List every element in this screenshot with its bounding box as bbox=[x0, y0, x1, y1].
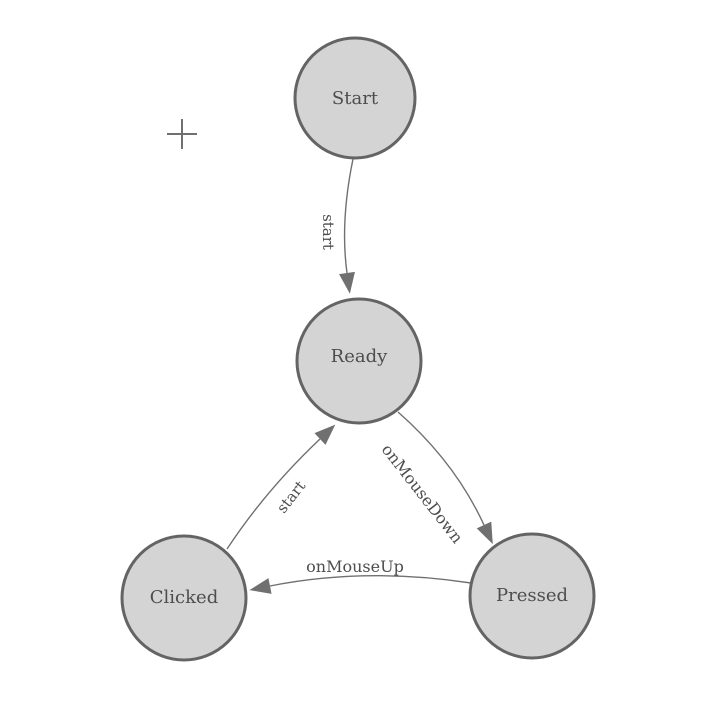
edge-label-ready-to-pressed: onMouseDown bbox=[378, 440, 467, 547]
edge-path-pressed-to-clicked[interactable] bbox=[249, 574, 472, 594]
state-label-start: Start bbox=[332, 88, 379, 109]
state-circle-clicked[interactable] bbox=[120, 534, 248, 662]
node-ready[interactable]: Ready bbox=[295, 297, 423, 425]
state-label-ready: Ready bbox=[331, 346, 388, 367]
edge-path-start-to-ready[interactable] bbox=[339, 158, 355, 294]
state-circle-start[interactable] bbox=[293, 36, 417, 160]
state-label-pressed: Pressed bbox=[496, 585, 568, 606]
edge-path-ready-to-pressed[interactable] bbox=[397, 411, 493, 545]
edge-label-start-to-ready: start bbox=[319, 214, 337, 250]
edge-clicked-to-ready[interactable]: start bbox=[226, 424, 336, 550]
edge-label-clicked-to-ready: start bbox=[273, 477, 309, 516]
state-label-clicked: Clicked bbox=[150, 587, 218, 608]
edge-label-pressed-to-clicked: onMouseUp bbox=[306, 557, 404, 576]
node-clicked[interactable]: Clicked bbox=[120, 534, 248, 662]
state-circle-ready[interactable] bbox=[295, 297, 423, 425]
node-start[interactable]: Start bbox=[293, 36, 417, 160]
edge-ready-to-pressed[interactable]: onMouseDown bbox=[378, 411, 493, 547]
edge-path-clicked-to-ready[interactable] bbox=[226, 424, 336, 550]
node-pressed[interactable]: Pressed bbox=[468, 532, 596, 660]
edge-start-to-ready[interactable]: start bbox=[319, 158, 355, 294]
state-circle-pressed[interactable] bbox=[468, 532, 596, 660]
edge-pressed-to-clicked[interactable]: onMouseUp bbox=[249, 557, 472, 594]
crosshair-plus-icon bbox=[167, 119, 197, 149]
